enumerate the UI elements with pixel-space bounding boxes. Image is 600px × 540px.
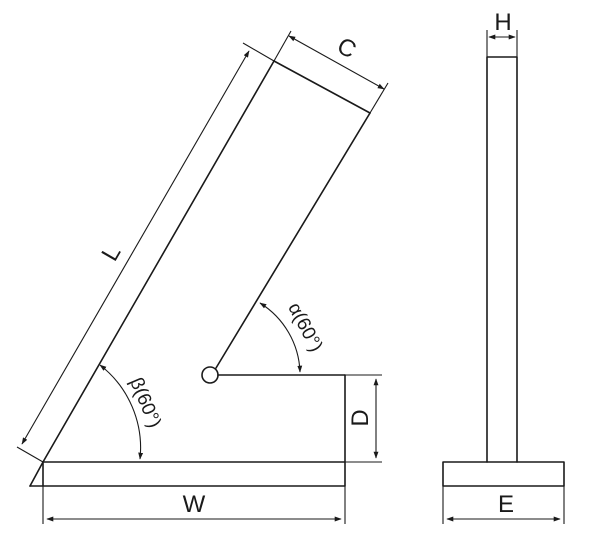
- label-w: W: [183, 491, 206, 518]
- alpha-angle-arc: [259, 302, 303, 373]
- post: [486, 56, 518, 463]
- arm-outer-edge: [42, 60, 275, 463]
- label-h: H: [494, 9, 511, 36]
- label-e: E: [498, 491, 514, 518]
- label-alpha: α(60°): [283, 299, 326, 355]
- pivot-hole: [201, 366, 219, 384]
- base-plate: [42, 461, 346, 487]
- base-bevel: [29, 461, 44, 487]
- label-l: L: [96, 241, 126, 266]
- front-base: [442, 461, 565, 487]
- side-view: L C α(60°) β(60°) D W: [16, 30, 389, 524]
- beta-angle-arc: [99, 364, 144, 460]
- arm-inner-edge: [215, 112, 371, 369]
- label-beta: β(60°): [125, 375, 165, 431]
- dimension-c: [288, 35, 385, 90]
- label-c: C: [333, 32, 361, 64]
- arm-top-edge: [273, 60, 371, 114]
- front-view: H E: [442, 9, 565, 524]
- dimension-l: [21, 50, 250, 445]
- label-d: D: [347, 409, 374, 426]
